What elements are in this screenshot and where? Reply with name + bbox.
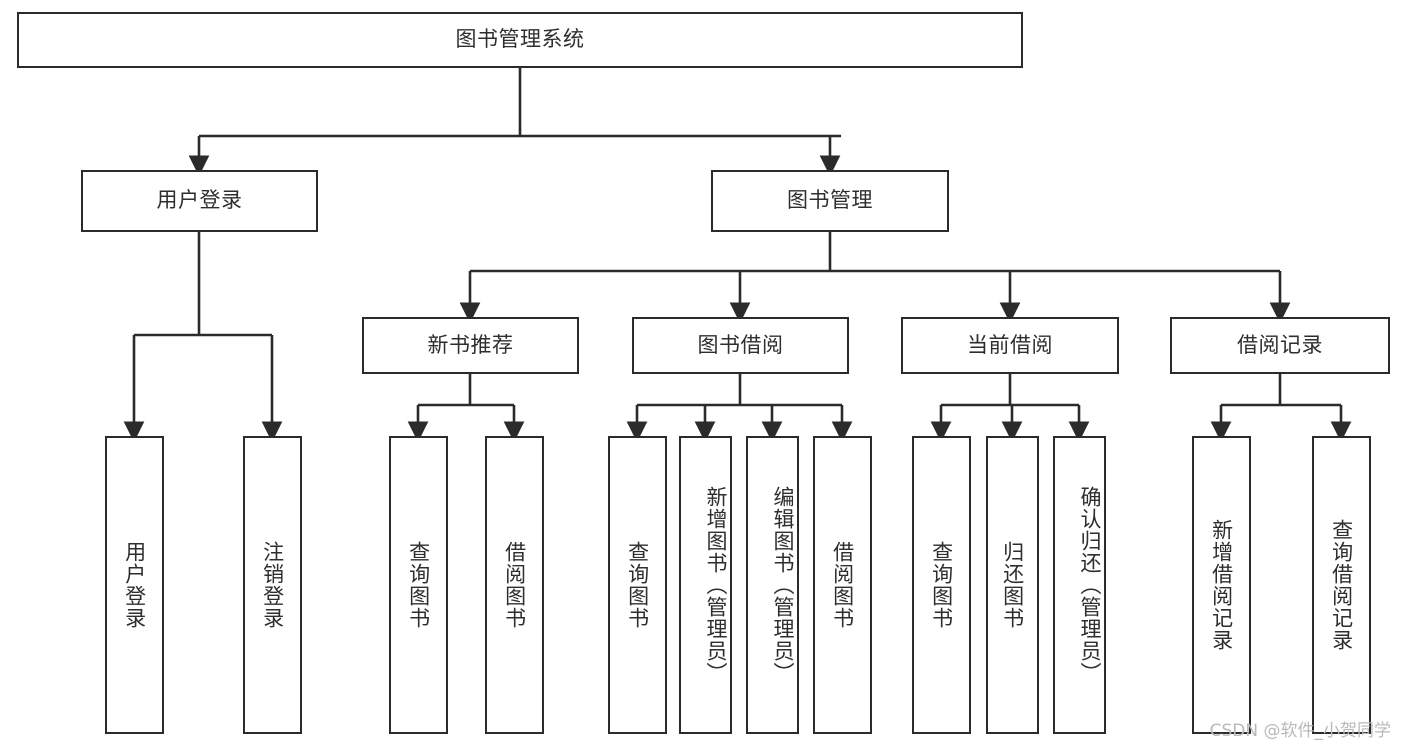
- node-book-borrow[interactable]: 图书借阅: [632, 317, 849, 374]
- node-new-book-rec-label: 新书推荐: [427, 332, 514, 357]
- node-borrow-record-label: 借阅记录: [1237, 332, 1323, 357]
- node-leaf-user-login[interactable]: 用户登录: [105, 436, 164, 734]
- node-leaf-borrow-book-1[interactable]: 借阅图书: [485, 436, 544, 734]
- node-book-manage[interactable]: 图书管理: [711, 170, 949, 232]
- node-leaf-query-book-3[interactable]: 查询图书: [912, 436, 971, 734]
- node-user-login-label: 用户登录: [156, 188, 243, 213]
- node-leaf-return-book-label: 归还图书: [1000, 541, 1025, 629]
- node-leaf-return-book[interactable]: 归还图书: [986, 436, 1039, 734]
- node-leaf-query-book-3-label: 查询图书: [929, 541, 954, 629]
- node-leaf-query-book-2[interactable]: 查询图书: [608, 436, 667, 734]
- node-leaf-borrow-book-1-label: 借阅图书: [502, 541, 527, 629]
- node-borrow-record[interactable]: 借阅记录: [1170, 317, 1390, 374]
- node-leaf-confirm-return-label: 确认归还（管理员）: [1078, 486, 1102, 684]
- node-leaf-user-logout-label: 注销登录: [260, 541, 285, 629]
- node-leaf-query-record-label: 查询借阅记录: [1329, 519, 1354, 651]
- node-leaf-query-record[interactable]: 查询借阅记录: [1312, 436, 1371, 734]
- node-leaf-edit-book[interactable]: 编辑图书（管理员）: [746, 436, 799, 734]
- node-current-borrow[interactable]: 当前借阅: [901, 317, 1119, 374]
- node-new-book-rec[interactable]: 新书推荐: [362, 317, 579, 374]
- node-leaf-add-record-label: 新增借阅记录: [1209, 519, 1234, 651]
- node-leaf-add-book[interactable]: 新增图书（管理员）: [679, 436, 732, 734]
- node-root[interactable]: 图书管理系统: [17, 12, 1023, 68]
- node-leaf-edit-book-label: 编辑图书（管理员）: [771, 486, 795, 684]
- node-leaf-add-book-label: 新增图书（管理员）: [704, 486, 728, 684]
- node-leaf-user-logout[interactable]: 注销登录: [243, 436, 302, 734]
- node-book-manage-label: 图书管理: [787, 188, 873, 213]
- node-leaf-query-book-1-label: 查询图书: [406, 541, 431, 629]
- node-leaf-user-login-label: 用户登录: [122, 541, 147, 629]
- node-leaf-query-book-2-label: 查询图书: [625, 541, 650, 629]
- node-leaf-confirm-return[interactable]: 确认归还（管理员）: [1053, 436, 1106, 734]
- node-user-login[interactable]: 用户登录: [81, 170, 318, 232]
- node-book-borrow-label: 图书借阅: [697, 332, 784, 357]
- node-leaf-borrow-book-2-label: 借阅图书: [830, 541, 855, 629]
- node-root-label: 图书管理系统: [455, 27, 585, 52]
- csdn-watermark: CSDN @软件_小贺同学: [1209, 721, 1391, 741]
- node-leaf-borrow-book-2[interactable]: 借阅图书: [813, 436, 872, 734]
- node-leaf-add-record[interactable]: 新增借阅记录: [1192, 436, 1251, 734]
- node-leaf-query-book-1[interactable]: 查询图书: [389, 436, 448, 734]
- node-current-borrow-label: 当前借阅: [967, 332, 1053, 357]
